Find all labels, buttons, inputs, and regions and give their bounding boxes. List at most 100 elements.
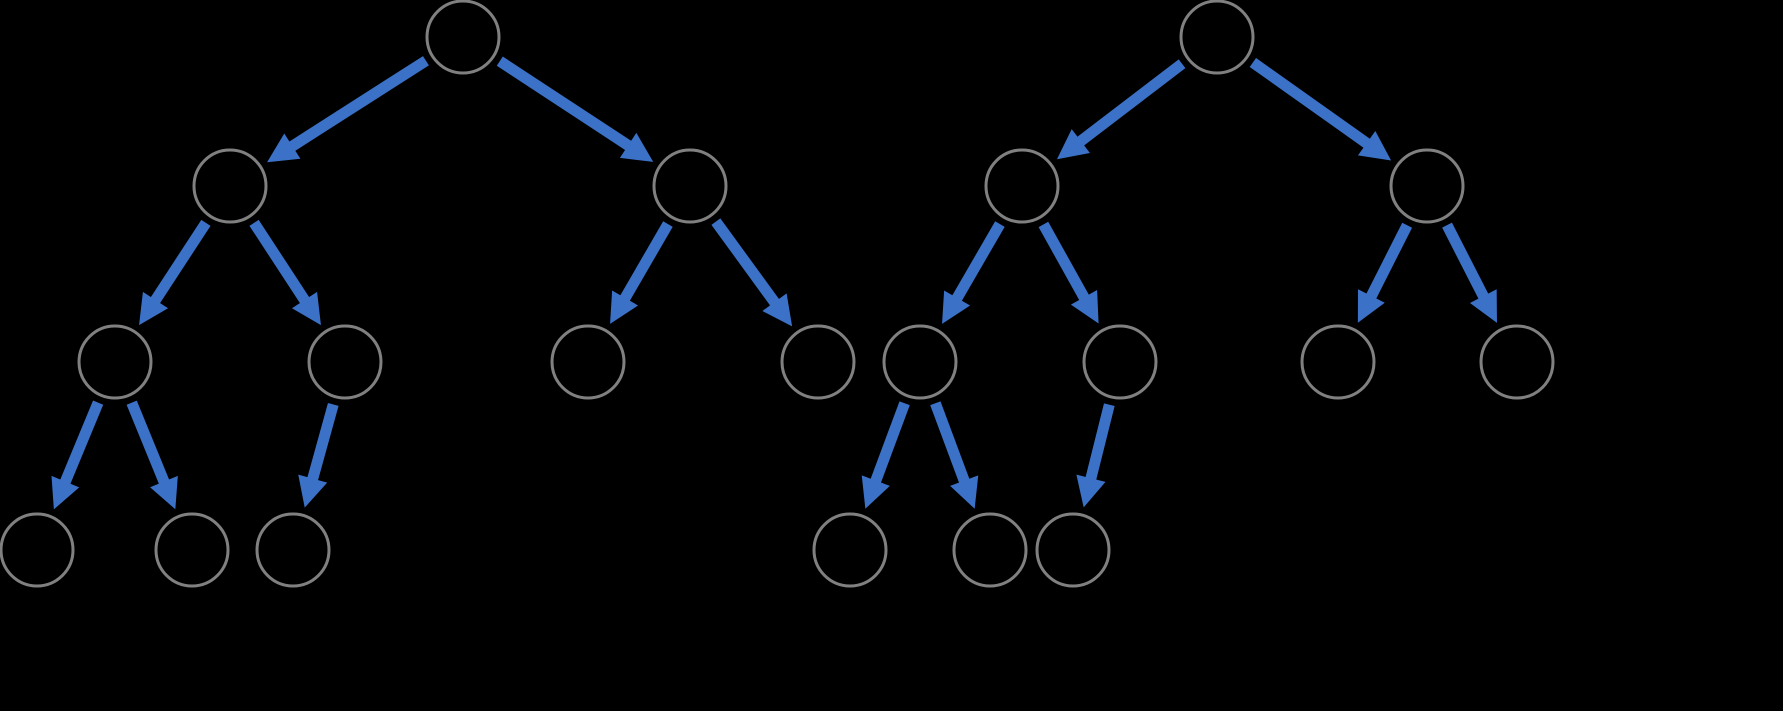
node-circle[interactable] <box>192 148 268 224</box>
arrow-head-icon <box>861 475 890 509</box>
edge-L1a-to-L2a <box>139 219 211 326</box>
tree-node-R3c[interactable] <box>1035 512 1111 588</box>
arrow-head-icon <box>619 132 654 162</box>
right-binary-tree <box>812 0 1555 588</box>
arrow-head-icon <box>267 133 301 163</box>
arrow-head-icon <box>1357 130 1392 161</box>
node-circle[interactable] <box>1389 148 1465 224</box>
tree-node-L0[interactable] <box>425 0 501 75</box>
arrow-head-icon <box>139 291 169 326</box>
tree-node-R1b[interactable] <box>1389 148 1465 224</box>
edge-R2a-to-R3a <box>861 401 910 509</box>
node-circle[interactable] <box>1300 324 1376 400</box>
node-circle[interactable] <box>77 324 153 400</box>
edge-line <box>59 400 104 486</box>
edge-R1b-to-R2d <box>1442 222 1497 323</box>
left-binary-tree-edges <box>51 56 793 510</box>
edge-R2a-to-R3b <box>930 401 979 509</box>
edge-line <box>149 219 211 305</box>
arrow-head-icon <box>1056 129 1090 160</box>
tree-node-L3c[interactable] <box>255 512 331 588</box>
node-circle[interactable] <box>0 512 75 588</box>
node-circle[interactable] <box>1082 324 1158 400</box>
node-circle[interactable] <box>307 324 383 400</box>
node-circle[interactable] <box>1179 0 1255 75</box>
edge-L1a-to-L2b <box>249 219 321 326</box>
edge-line <box>1085 403 1115 482</box>
tree-node-R3a[interactable] <box>812 512 888 588</box>
node-circle[interactable] <box>780 324 856 400</box>
edge-L1b-to-L2d <box>711 218 793 327</box>
node-circle[interactable] <box>1479 324 1555 400</box>
arrow-head-icon <box>950 475 979 509</box>
arrow-head-icon <box>1469 289 1497 323</box>
arrow-head-icon <box>291 291 321 326</box>
edge-line <box>287 56 429 152</box>
arrow-head-icon <box>610 290 639 324</box>
tree-node-L2c[interactable] <box>550 324 626 400</box>
tree-node-R3b[interactable] <box>952 512 1028 588</box>
tree-node-L1a[interactable] <box>192 148 268 224</box>
right-binary-tree-nodes <box>812 0 1555 588</box>
edge-R1a-to-R2b <box>1038 221 1099 324</box>
arrow-head-icon <box>762 293 793 327</box>
tree-node-R1a[interactable] <box>984 148 1060 224</box>
edge-L2a-to-L3b <box>126 400 178 510</box>
edge-R1a-to-R2a <box>942 221 1005 324</box>
arrow-head-icon <box>150 475 178 510</box>
edge-R1b-to-R2c <box>1357 222 1413 323</box>
node-circle[interactable] <box>1035 512 1111 588</box>
edge-line <box>869 401 910 485</box>
edge-line <box>1075 59 1186 147</box>
tree-node-L2d[interactable] <box>780 324 856 400</box>
tree-node-R2a[interactable] <box>882 324 958 400</box>
node-circle[interactable] <box>952 512 1028 588</box>
edge-L0-to-L1a <box>267 56 429 163</box>
edge-line <box>1365 222 1413 301</box>
tree-node-R2b[interactable] <box>1082 324 1158 400</box>
edge-R0-to-R1a <box>1056 59 1186 160</box>
node-circle[interactable] <box>984 148 1060 224</box>
arrow-head-icon <box>1070 290 1099 324</box>
node-circle[interactable] <box>652 148 728 224</box>
edge-line <box>496 56 633 152</box>
edge-L2b-to-L3c <box>298 402 339 508</box>
edge-line <box>126 400 170 486</box>
edge-R2b-to-R3c <box>1076 403 1115 508</box>
tree-node-R0[interactable] <box>1179 0 1255 75</box>
tree-node-L2a[interactable] <box>77 324 153 400</box>
edge-R0-to-R1b <box>1249 57 1392 161</box>
edge-line <box>249 219 311 305</box>
arrow-head-icon <box>1076 474 1106 508</box>
tree-node-L1b[interactable] <box>652 148 728 224</box>
edge-line <box>1038 221 1090 302</box>
tree-node-R2d[interactable] <box>1479 324 1555 400</box>
arrow-head-icon <box>51 475 80 510</box>
node-circle[interactable] <box>255 512 331 588</box>
left-binary-tree <box>0 0 856 588</box>
node-circle[interactable] <box>882 324 958 400</box>
arrow-head-icon <box>1357 289 1385 323</box>
node-circle[interactable] <box>812 512 888 588</box>
node-circle[interactable] <box>425 0 501 75</box>
edge-line <box>306 402 339 483</box>
edge-line <box>951 221 1005 303</box>
node-circle[interactable] <box>154 512 230 588</box>
edge-line <box>1249 57 1372 149</box>
arrow-head-icon <box>298 474 328 508</box>
edge-line <box>711 218 781 308</box>
edge-L0-to-L1b <box>496 56 654 162</box>
right-binary-tree-edges <box>861 57 1497 509</box>
node-circle[interactable] <box>550 324 626 400</box>
edges-layer <box>0 0 1555 588</box>
edge-line <box>930 401 971 485</box>
tree-node-L2b[interactable] <box>307 324 383 400</box>
edge-L1b-to-L2c <box>610 221 673 324</box>
tree-node-L3a[interactable] <box>0 512 75 588</box>
edge-line <box>1442 222 1490 301</box>
tree-node-R2c[interactable] <box>1300 324 1376 400</box>
edge-L2a-to-L3a <box>51 400 104 510</box>
tree-node-L3b[interactable] <box>154 512 230 588</box>
